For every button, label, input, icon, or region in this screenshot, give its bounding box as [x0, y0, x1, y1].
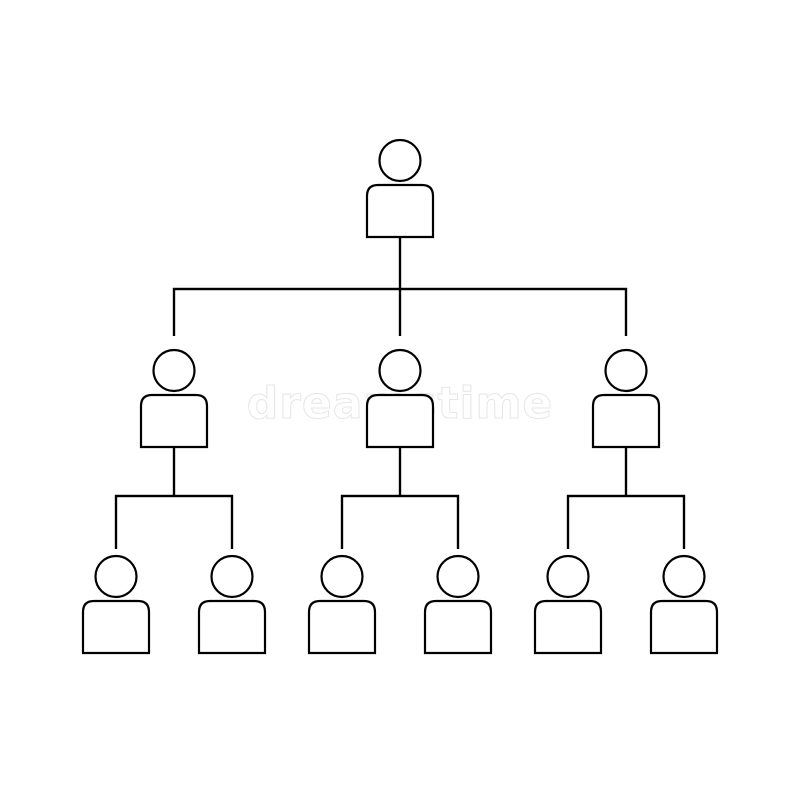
connector-team-bus-3-inner — [566, 494, 686, 549]
person-member-3-1 — [533, 554, 603, 655]
person-body-icon — [533, 599, 603, 655]
connector-team-bus-1 — [114, 494, 234, 549]
person-member-2-1 — [307, 554, 377, 655]
person-body-icon — [139, 393, 209, 449]
person-head-icon — [604, 348, 648, 393]
person-manager-3 — [591, 348, 661, 449]
person-body-icon — [649, 599, 719, 655]
person-head-icon — [662, 554, 706, 599]
person-body-icon — [197, 599, 267, 655]
connector-team-bus-2-inner — [340, 494, 460, 549]
person-head-icon — [94, 554, 138, 599]
connector-team-bus-2 — [340, 494, 460, 549]
person-body-icon — [365, 183, 435, 239]
person-body-icon — [365, 393, 435, 449]
person-member-3-2 — [649, 554, 719, 655]
connector-team-bus-3 — [566, 494, 686, 549]
connector-lines — [114, 237, 686, 549]
person-member-1-1 — [81, 554, 151, 655]
person-member-2-2 — [423, 554, 493, 655]
person-body-icon — [307, 599, 377, 655]
person-body-icon — [81, 599, 151, 655]
person-manager-2 — [365, 348, 435, 449]
person-body-icon — [423, 599, 493, 655]
person-root — [365, 138, 435, 239]
connector-team-bus-1-inner — [114, 494, 234, 549]
person-head-icon — [152, 348, 196, 393]
person-head-icon — [378, 138, 422, 183]
person-head-icon — [320, 554, 364, 599]
person-head-icon — [546, 554, 590, 599]
person-member-1-2 — [197, 554, 267, 655]
person-manager-1 — [139, 348, 209, 449]
person-head-icon — [378, 348, 422, 393]
person-body-icon — [591, 393, 661, 449]
person-head-icon — [436, 554, 480, 599]
people-group — [81, 138, 719, 655]
person-head-icon — [210, 554, 254, 599]
